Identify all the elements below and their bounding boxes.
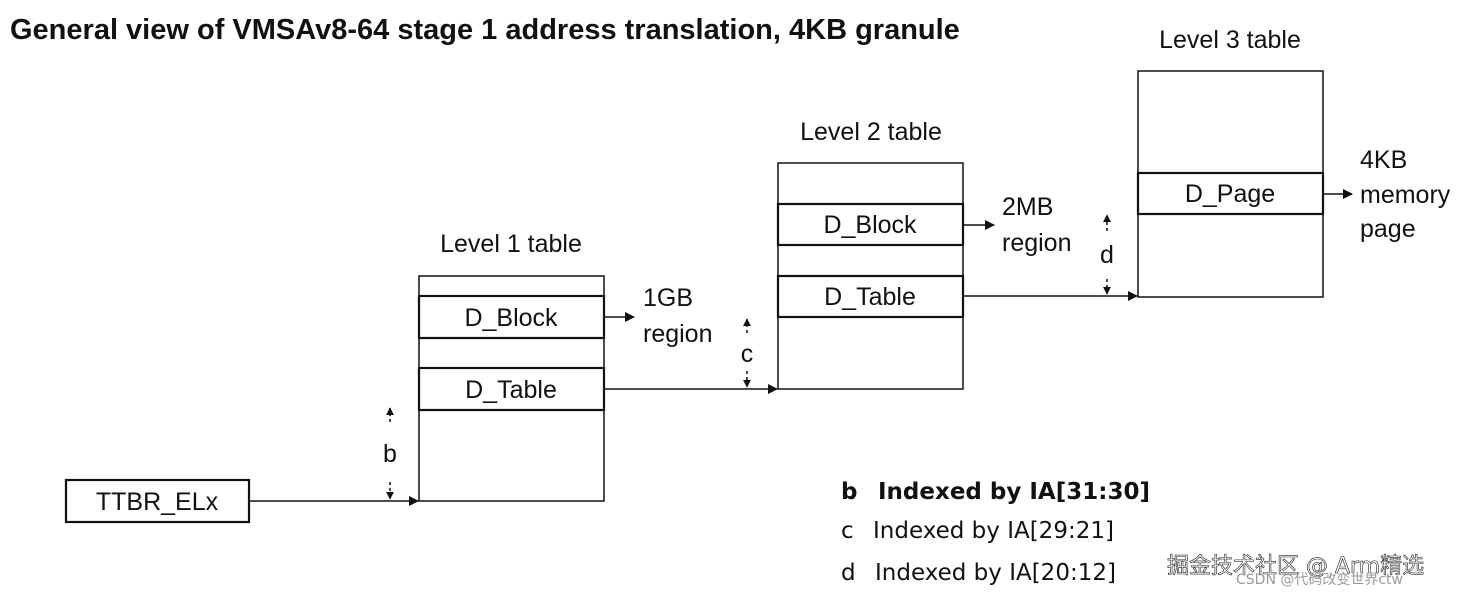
gb-region-line2: region xyxy=(643,320,713,348)
ttbr-label: TTBR_ELx xyxy=(96,488,219,516)
legend-d-text: Indexed by IA[20:12] xyxy=(875,560,1116,586)
level1-block-entry xyxy=(417,294,606,340)
legend: b Indexed by IA[31:30] c Indexed by IA[2… xyxy=(841,479,1150,586)
level1-table-label: D_Table xyxy=(465,376,557,404)
level1-table: D_Block D_Table xyxy=(417,275,606,502)
index-d-marker: d xyxy=(1100,214,1114,295)
index-b-label: b xyxy=(383,440,397,468)
kb-page-line3: page xyxy=(1360,215,1416,243)
mb-region-line2: region xyxy=(1002,229,1072,257)
legend-c-text: Indexed by IA[29:21] xyxy=(873,518,1114,544)
kb-page-line2: memory xyxy=(1360,181,1451,209)
level1-caption: Level 1 table xyxy=(440,230,582,258)
level2-block-entry xyxy=(776,202,965,247)
diagram-title: General view of VMSAv8-64 stage 1 addres… xyxy=(10,14,960,46)
level3-table: D_Page xyxy=(1136,70,1325,298)
ttbr-register: TTBR_ELx xyxy=(64,478,251,524)
watermark-sub: CSDN @代码改变世界ctw xyxy=(1236,572,1403,588)
level3-page-entry xyxy=(1136,171,1325,216)
index-d-label: d xyxy=(1100,241,1114,269)
legend-d-key: d xyxy=(841,560,856,586)
kb-page-line1: 4KB xyxy=(1360,146,1407,174)
mb-region-line1: 2MB xyxy=(1002,193,1053,221)
level2-table-label: D_Table xyxy=(824,283,916,311)
level3-page-label: D_Page xyxy=(1185,180,1275,208)
level2-caption: Level 2 table xyxy=(800,118,942,146)
gb-region-line1: 1GB xyxy=(643,284,693,312)
level1-block-label: D_Block xyxy=(464,304,558,332)
level2-block-label: D_Block xyxy=(823,211,917,239)
index-c-marker: c xyxy=(741,318,754,388)
legend-b-key: b xyxy=(841,479,857,505)
level2-table: D_Block D_Table xyxy=(776,162,965,390)
index-c-label: c xyxy=(741,340,754,368)
legend-c-key: c xyxy=(841,518,854,544)
level1-table-entry xyxy=(417,366,606,412)
index-b-marker: b xyxy=(383,407,397,500)
watermark-main: 掘金技术社区 @ Arm精选 xyxy=(1167,554,1424,579)
level3-caption: Level 3 table xyxy=(1159,26,1301,54)
watermark: 掘金技术社区 @ Arm精选 CSDN @代码改变世界ctw xyxy=(1167,554,1425,588)
legend-b-text: Indexed by IA[31:30] xyxy=(878,479,1150,505)
